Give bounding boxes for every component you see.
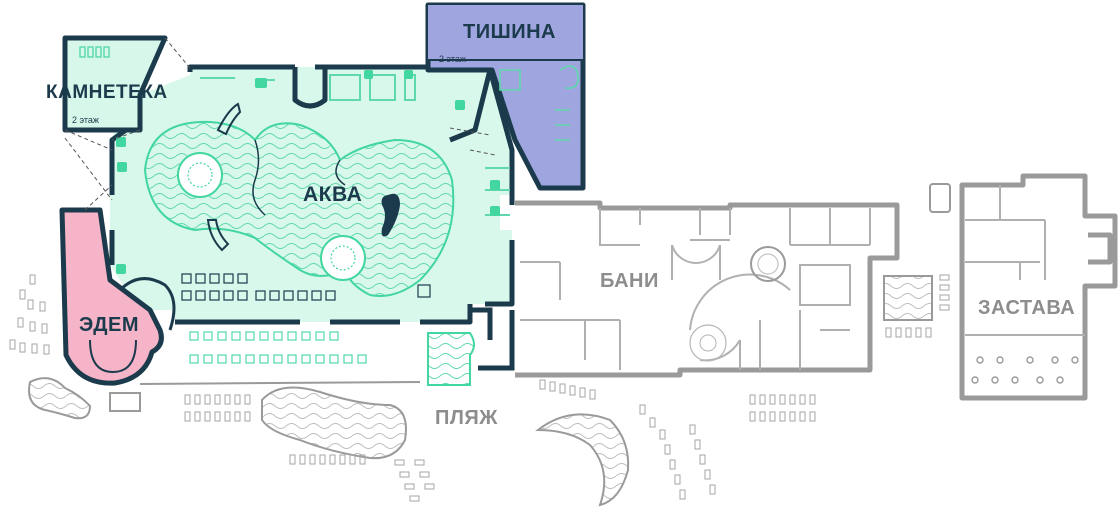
tishina-interior xyxy=(499,65,580,141)
beach-pool-left xyxy=(28,377,92,420)
edem-rotunda xyxy=(118,277,176,331)
zone-label-kamneteka[interactable]: КАМНЕТЕКА xyxy=(46,82,168,103)
edem-pool xyxy=(89,339,137,374)
zastava-tables xyxy=(971,356,1079,384)
kamneteka-loungers xyxy=(79,46,110,58)
beach-pad xyxy=(109,392,141,412)
edem-area xyxy=(59,207,164,386)
akva-lagoon-pool xyxy=(143,120,455,297)
zone-label-akva[interactable]: АКВА xyxy=(303,183,363,206)
bani-interior xyxy=(520,208,871,370)
akva-lagoon-edge xyxy=(252,139,346,216)
zastava-interior xyxy=(965,185,1085,336)
beach-line xyxy=(139,381,421,385)
akva-island xyxy=(381,193,400,237)
akva-tables xyxy=(181,273,431,301)
akva-jacuzzi-left xyxy=(177,152,223,198)
zastava-building xyxy=(959,173,1118,401)
beach-pool-crescent xyxy=(535,413,630,507)
akva-bridge-top xyxy=(216,102,242,136)
beach-loungers xyxy=(9,274,950,502)
akva-bridge-bottom xyxy=(206,219,230,252)
akva-kids-pool xyxy=(427,332,475,386)
zone-label-zastava[interactable]: ЗАСТАВА xyxy=(978,297,1076,319)
wc-icon xyxy=(116,70,500,274)
connector-lines xyxy=(64,37,496,211)
akva-walls xyxy=(109,64,515,325)
zastava-hot-tub xyxy=(929,183,951,213)
floor-label-tishina: 2 этаж xyxy=(439,54,466,64)
zastava-plunge-pool xyxy=(883,275,933,321)
akva-outdoor-loungers xyxy=(189,331,367,364)
bani-building xyxy=(515,200,900,378)
bani-round-pool xyxy=(689,246,786,362)
floor-label-kamneteka: 2 этаж xyxy=(72,115,99,125)
zone-label-edem[interactable]: ЭДЕМ xyxy=(79,314,139,336)
zone-label-tishina[interactable]: ТИШИНА xyxy=(463,21,556,43)
zone-label-plyazh[interactable]: ПЛЯЖ xyxy=(435,407,498,429)
beach-pool-center xyxy=(261,386,407,460)
kamneteka-area xyxy=(62,35,168,133)
akva-jacuzzi-right xyxy=(320,235,366,281)
zone-label-bani[interactable]: БАНИ xyxy=(600,270,659,292)
